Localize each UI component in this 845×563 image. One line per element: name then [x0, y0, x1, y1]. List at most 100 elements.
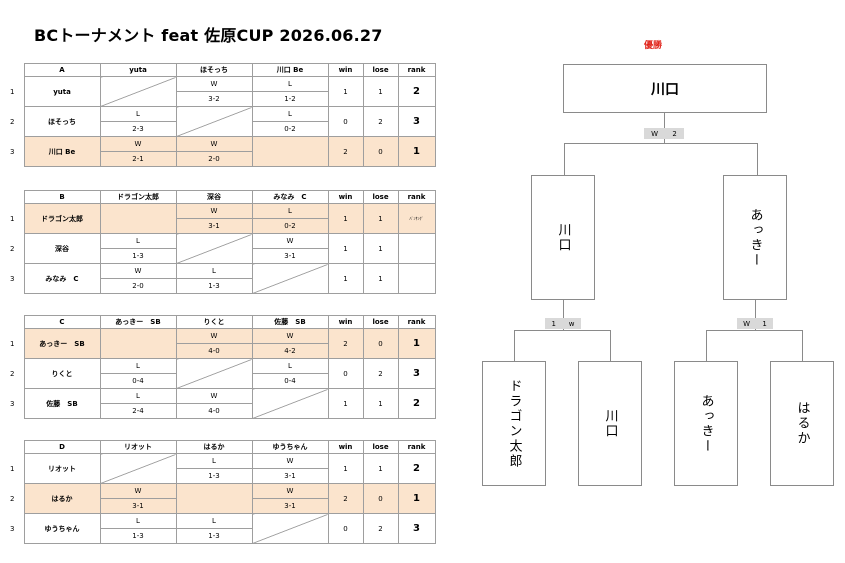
match-result: W: [99, 483, 177, 499]
match-result: W: [251, 233, 329, 249]
win-count: 2: [327, 136, 364, 167]
lose-count: 1: [362, 76, 399, 107]
semifinal-right-name: あっきー: [747, 207, 763, 268]
column-header: win: [327, 63, 364, 77]
player-name: あっきー SB: [23, 328, 101, 359]
column-header: rank: [397, 440, 436, 454]
win-count: 1: [327, 233, 364, 264]
column-header: 佐藤 SB: [251, 315, 329, 329]
match-result: L: [251, 106, 329, 122]
lose-count: 1: [362, 233, 399, 264]
table-row: 1-3 3-1: [10, 248, 435, 264]
row-index: 2: [10, 369, 15, 378]
match-result: W: [175, 76, 253, 92]
lose-count: 0: [362, 136, 399, 167]
match-result: W: [175, 203, 253, 219]
bracket-line: [706, 330, 803, 331]
match-result: L: [99, 106, 177, 122]
rank-value: 3: [397, 513, 436, 544]
row-index: 1: [10, 214, 15, 223]
quarterfinal-name-2: 川口: [602, 408, 618, 439]
rank-value: [397, 263, 436, 294]
match-result: L: [251, 76, 329, 92]
win-count: 0: [327, 358, 364, 389]
self-match-cell: [251, 513, 329, 544]
quarterfinal-name-1: ドラゴン太郎: [506, 378, 522, 469]
match-score: 3-1: [175, 218, 253, 234]
column-header: win: [327, 315, 364, 329]
row-index: 1: [10, 464, 15, 473]
self-match-cell: [175, 358, 253, 389]
champion-name: 川口: [651, 81, 679, 98]
match-score: 4-0: [175, 403, 253, 419]
win-count: 2: [327, 328, 364, 359]
match-score: 2-4: [99, 403, 177, 419]
column-header: lose: [362, 440, 399, 454]
lose-count: 1: [362, 203, 399, 234]
bracket-line: [564, 143, 758, 144]
match-score: 1-3: [175, 528, 253, 544]
quarterfinal-box-1: ドラゴン太郎: [482, 361, 546, 486]
quarterfinal-name-4: はるか: [794, 401, 810, 446]
semifinal-left-box: 川口: [531, 175, 595, 300]
player-name: はるか: [23, 483, 101, 514]
match-result: W: [99, 263, 177, 279]
win-count: 1: [327, 263, 364, 294]
win-count: 1: [327, 203, 364, 234]
column-header: win: [327, 440, 364, 454]
quarterfinal-box-3: あっきー: [674, 361, 738, 486]
self-match-cell: [251, 263, 329, 294]
row-index: 3: [10, 274, 15, 283]
column-header: りくと: [175, 315, 253, 329]
row-index: [10, 64, 24, 77]
match-result: L: [175, 513, 253, 529]
lose-count: 2: [362, 513, 399, 544]
bracket-line: [564, 143, 565, 175]
column-header: ほそっち: [175, 63, 253, 77]
semifinal-left-score: 1 w: [545, 318, 581, 329]
bracket-line: [802, 330, 803, 361]
match-score: 0-2: [251, 121, 329, 137]
match-result: L: [251, 203, 329, 219]
champion-box: 川口: [563, 64, 767, 113]
lose-count: 1: [362, 453, 399, 484]
win-count: 1: [327, 76, 364, 107]
match-score: 3-1: [251, 248, 329, 264]
win-count: 1: [327, 453, 364, 484]
self-match-cell: [175, 106, 253, 137]
match-result: W: [175, 328, 253, 344]
match-score: 0-4: [251, 373, 329, 389]
match-score: 2-3: [99, 121, 177, 137]
self-match-cell: [99, 76, 177, 107]
player-name: りくと: [23, 358, 101, 389]
self-match-cell: [175, 233, 253, 264]
bracket-line: [755, 300, 756, 330]
match-score: 1-3: [99, 248, 177, 264]
rank-value: 2: [397, 388, 436, 419]
column-header: rank: [397, 190, 436, 204]
quarterfinal-name-3: あっきー: [698, 393, 714, 454]
lose-count: 2: [362, 106, 399, 137]
column-header: lose: [362, 63, 399, 77]
lose-count: 1: [362, 263, 399, 294]
match-result: W: [251, 483, 329, 499]
column-header: yuta: [99, 63, 177, 77]
column-header: 川口 Be: [251, 63, 329, 77]
match-score: 3-2: [175, 91, 253, 107]
rank-value: 3: [397, 106, 436, 137]
match-score: 4-2: [251, 343, 329, 359]
column-header: lose: [362, 190, 399, 204]
row-index: 3: [10, 399, 15, 408]
win-count: 1: [327, 388, 364, 419]
